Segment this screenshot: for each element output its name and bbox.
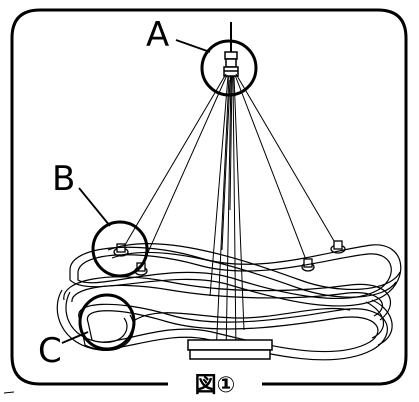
led-ring-loops: [56, 243, 402, 361]
leader-line-a: [175, 39, 211, 53]
figure-caption: 図①: [195, 373, 236, 398]
detail-circle-a: [200, 39, 258, 97]
detail-circle-c: [78, 293, 136, 351]
frame-tail-mark: [3, 391, 15, 394]
wire-clamps: [113, 240, 346, 276]
callout-label-c: C: [38, 331, 62, 371]
detail-circle-b: [91, 220, 149, 278]
callout-label-b: B: [52, 159, 75, 199]
wire-clamp-right-inner: [301, 258, 315, 272]
leader-line-b: [78, 187, 111, 227]
top-connector: [223, 51, 239, 77]
bottom-cap: [187, 339, 273, 360]
callout-label-a: A: [146, 15, 169, 55]
suspension-wires: [121, 73, 338, 356]
leader-line-c: [61, 331, 89, 344]
figure-frame: [10, 8, 408, 386]
